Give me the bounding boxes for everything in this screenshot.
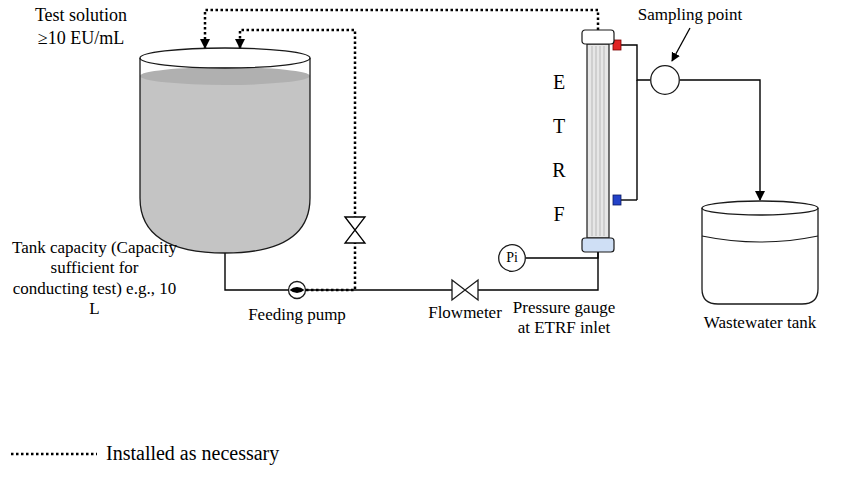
feed-tank-outline: [140, 48, 310, 253]
flowmeter: Flowmeter: [452, 280, 478, 300]
leader-arrow: [672, 28, 690, 61]
bracket-line: [636, 80, 637, 200]
etrf-column: E T R F: [582, 30, 614, 252]
legend-row: Installed as necessary: [10, 442, 279, 465]
pipe-line: [680, 80, 760, 200]
dotted-line-sample: [11, 452, 97, 455]
legend-text: Installed as necessary: [106, 442, 279, 465]
wastewater-tank-outline: [700, 200, 820, 305]
liquid-surface: [140, 67, 310, 85]
node-label: Wastewater tank: [680, 313, 840, 333]
sampling-point-outline: [650, 65, 680, 95]
capacity-note: Tank capacity (Capacity sufficient for c…: [12, 238, 177, 320]
wastewater-tank: Wastewater tank: [700, 200, 820, 305]
tank-wall: [140, 58, 310, 253]
tank-rim: [140, 48, 310, 68]
test-liquid: [140, 76, 310, 253]
sampling-point: Sampling point: [650, 65, 680, 95]
node-label: Flowmeter: [412, 303, 518, 323]
feeding-pump-outline: [288, 281, 306, 299]
bypass-valve: [345, 217, 365, 243]
gauge-symbol-text: Pi: [506, 250, 518, 267]
outlet-line: [621, 199, 637, 200]
beaker-rim: [702, 201, 818, 215]
flowmeter-outline: [452, 280, 478, 300]
hollow-fiber: [604, 46, 605, 236]
bottom-cap: [582, 238, 614, 252]
node-label: Sampling point: [610, 5, 770, 25]
pipe-line: [478, 252, 598, 290]
etrf-column-outline: [582, 30, 614, 252]
hollow-fiber: [596, 46, 597, 236]
node-label: Test solution ≥10 EU/mL: [25, 4, 137, 49]
node-label: Feeding pump: [236, 305, 358, 325]
circle-outline: [651, 66, 680, 95]
filter-tube: [587, 44, 609, 238]
pump-casing: [289, 282, 306, 299]
legend-line-sample: [10, 444, 98, 464]
feed-tank: Test solution ≥10 EU/mL: [140, 48, 310, 253]
waste-surface: [702, 236, 818, 242]
hollow-fiber: [592, 46, 593, 236]
pump-impeller: [290, 287, 305, 293]
flowmeter-valve: [452, 280, 478, 300]
node-label: E T R F: [552, 60, 566, 236]
pressure-gauge: Pi: [498, 244, 526, 272]
beaker-wall: [702, 208, 818, 304]
filtrate-port: [613, 195, 621, 205]
legend: Installed as necessary: [10, 442, 279, 465]
feeding-pump: Feeding pump: [288, 281, 306, 299]
gauge-label: Pressure gauge at ETRF inlet: [505, 298, 623, 339]
pipe-line: [225, 253, 288, 290]
hollow-fiber: [600, 46, 601, 236]
top-cap: [582, 30, 614, 44]
circle-outline: [499, 245, 526, 272]
pipe-line: [526, 252, 598, 258]
